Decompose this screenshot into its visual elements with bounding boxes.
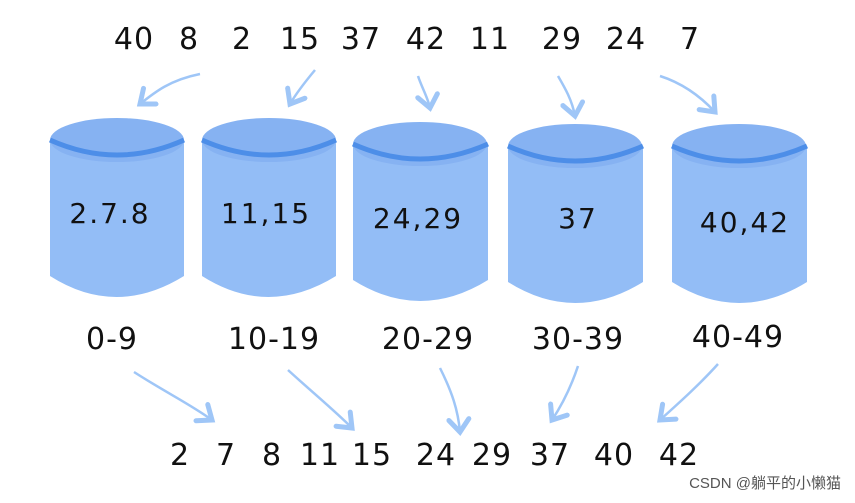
output-number: 29 — [471, 438, 513, 473]
bucket-2-range: 10-19 — [227, 322, 321, 357]
bucket-1-shape — [48, 118, 186, 297]
arrow-out-bucket-4 — [548, 365, 580, 424]
input-number: 7 — [679, 22, 701, 57]
output-number: 24 — [415, 438, 457, 473]
input-number: 8 — [178, 22, 200, 57]
input-number: 2 — [231, 22, 253, 57]
bucket-4-contents: 37 — [558, 202, 598, 235]
output-number: 2 — [169, 438, 191, 473]
output-number: 7 — [215, 438, 237, 473]
arrow-in-bucket-1 — [136, 72, 201, 107]
bucket-1-range: 0-9 — [86, 322, 138, 357]
bucket-2-shape — [200, 118, 338, 297]
arrow-in-bucket-4 — [556, 75, 586, 120]
output-number: 11 — [299, 438, 341, 473]
input-number: 37 — [340, 22, 382, 57]
output-number: 15 — [351, 438, 393, 473]
input-number: 42 — [405, 22, 447, 57]
bucket-3-shape — [351, 122, 490, 301]
bucket-3-range: 20-29 — [381, 322, 475, 357]
bucket-4-range: 30-39 — [531, 322, 625, 357]
arrow-out-bucket-3 — [438, 367, 472, 436]
output-number: 37 — [529, 438, 571, 473]
arrow-out-bucket-2 — [287, 369, 355, 431]
output-number: 40 — [593, 438, 635, 473]
input-number: 40 — [113, 22, 155, 57]
arrow-in-bucket-2 — [285, 69, 316, 108]
input-number: 11 — [469, 22, 511, 57]
bucket-2-contents: 11,15 — [220, 197, 312, 230]
input-number: 29 — [541, 22, 583, 57]
arrow-in-bucket-5 — [659, 74, 718, 115]
bucket-4-shape — [506, 124, 645, 303]
bucket-5-shape — [670, 124, 809, 303]
input-number: 24 — [605, 22, 647, 57]
output-number: 42 — [658, 438, 700, 473]
bucket-1-contents: 2.7.8 — [69, 197, 151, 230]
arrow-out-bucket-5 — [657, 363, 719, 423]
bucket-3-contents: 24,29 — [372, 202, 464, 235]
watermark-text: CSDN @躺平的小懒猫 — [689, 475, 841, 492]
bucket-5-range: 40-49 — [691, 320, 785, 355]
output-number: 8 — [261, 438, 283, 473]
arrow-in-bucket-3 — [415, 75, 440, 112]
arrow-out-bucket-1 — [133, 370, 216, 424]
bucket-5-contents: 40,42 — [699, 206, 791, 239]
input-number: 15 — [279, 22, 321, 57]
